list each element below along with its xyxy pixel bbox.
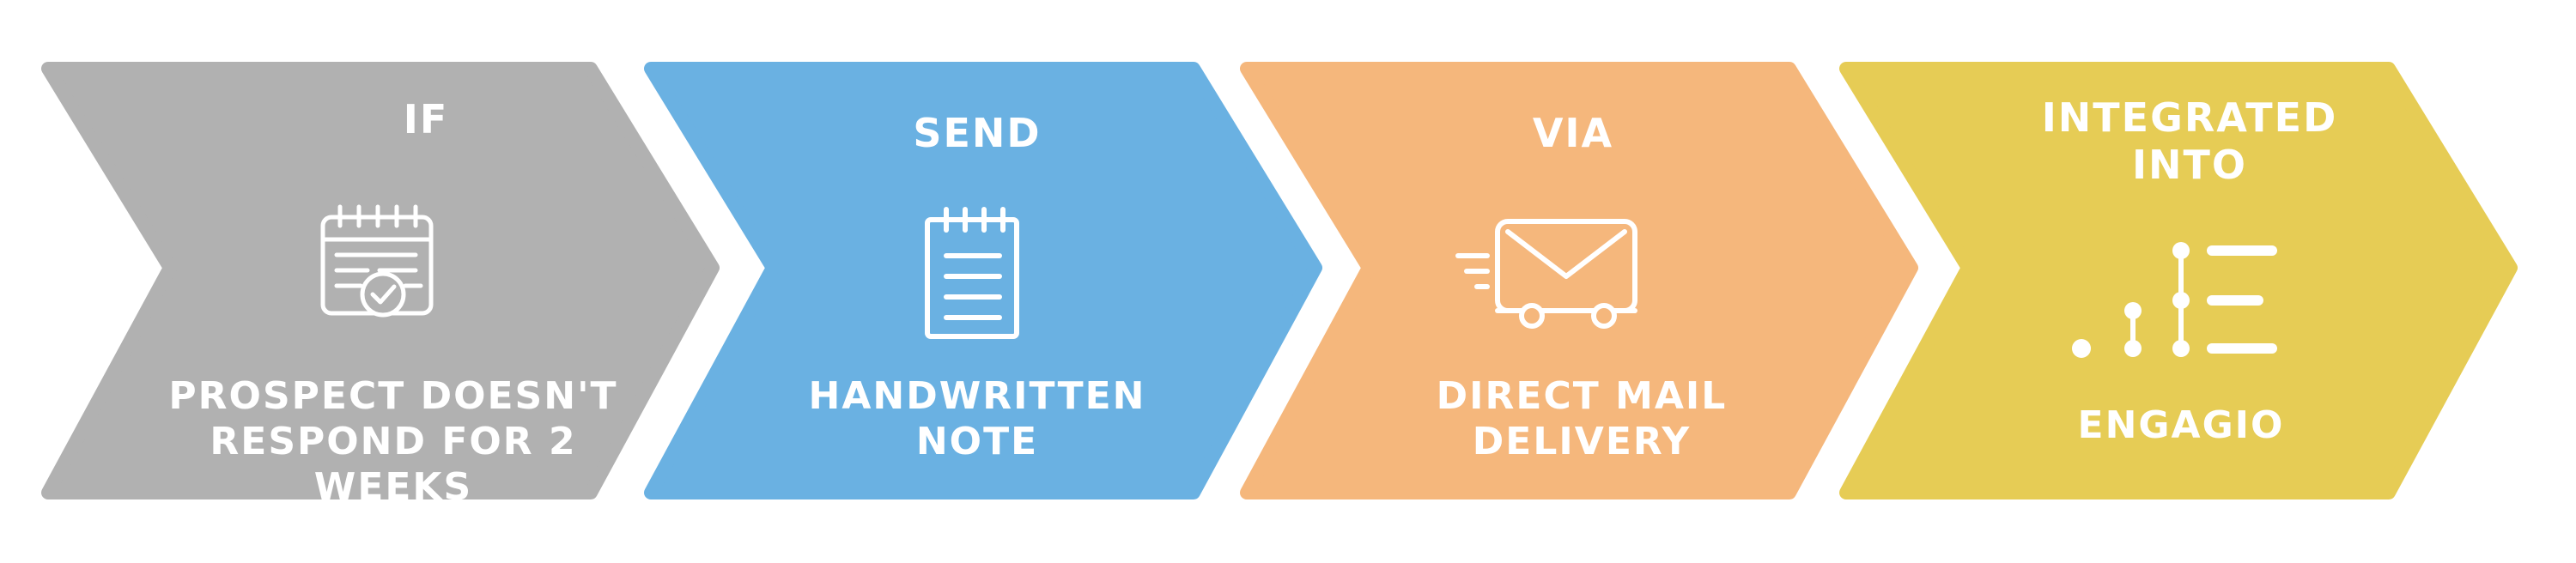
step-chevron-send bbox=[644, 62, 1322, 499]
step-description: HANDWRITTEN NOTE bbox=[808, 374, 1146, 463]
step-description: ENGAGIO bbox=[2077, 403, 2285, 447]
engagio-logo-icon bbox=[2072, 242, 2277, 358]
step-send: SEND HANDWRITTEN NOTE bbox=[651, 0, 1315, 563]
step-title: VIA bbox=[1532, 110, 1614, 156]
step-integrated-into: INTEGRATED INTO ENGAGIO bbox=[1846, 0, 2511, 563]
step-title: IF bbox=[403, 96, 449, 142]
step-title: SEND bbox=[913, 110, 1042, 156]
step-if: IF PROSPECT DOESN'T RESPOND FOR 2 WEEKS bbox=[48, 0, 713, 563]
mail-delivery-truck-icon bbox=[1455, 219, 1637, 329]
notepad-icon bbox=[925, 207, 1019, 339]
step-description: PROSPECT DOESN'T RESPOND FOR 2 WEEKS bbox=[168, 374, 618, 509]
calendar-check-icon bbox=[320, 204, 434, 318]
step-description: DIRECT MAIL DELIVERY bbox=[1436, 374, 1728, 463]
step-title: INTEGRATED INTO bbox=[2041, 94, 2338, 189]
step-via: VIA DIRECT MAIL DELIVERY bbox=[1247, 0, 1911, 563]
step-chevron-via bbox=[1240, 62, 1918, 499]
